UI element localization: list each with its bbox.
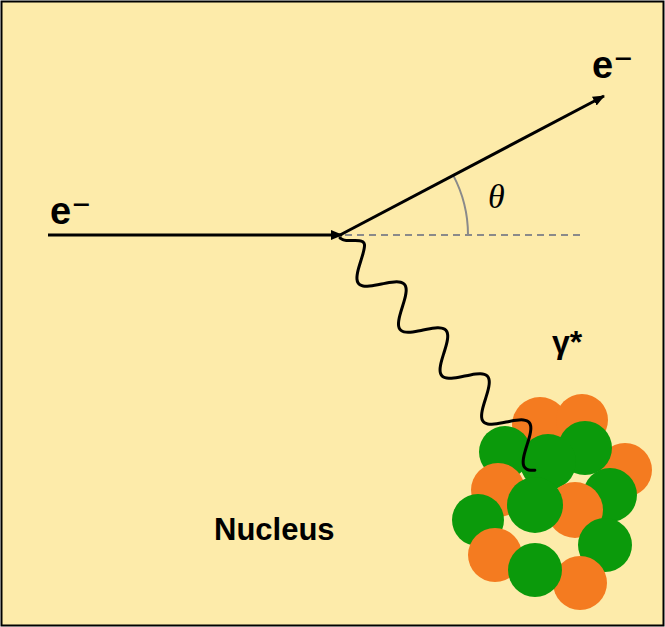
particle-label: γ*: [552, 326, 582, 358]
neutron: [507, 477, 563, 533]
virtual-photon: [340, 238, 535, 470]
particle-label: e⁻: [50, 192, 91, 230]
incoming-electron: [48, 234, 342, 237]
nucleus-label: Nucleus: [214, 514, 335, 545]
angle-arc: [453, 175, 468, 235]
particle-label: e⁻: [592, 46, 633, 84]
nucleus-cluster: [452, 394, 652, 610]
reference-line: [345, 234, 580, 236]
neutron: [508, 543, 562, 597]
angle-label: θ: [488, 180, 505, 214]
outgoing-electron: [340, 96, 604, 235]
